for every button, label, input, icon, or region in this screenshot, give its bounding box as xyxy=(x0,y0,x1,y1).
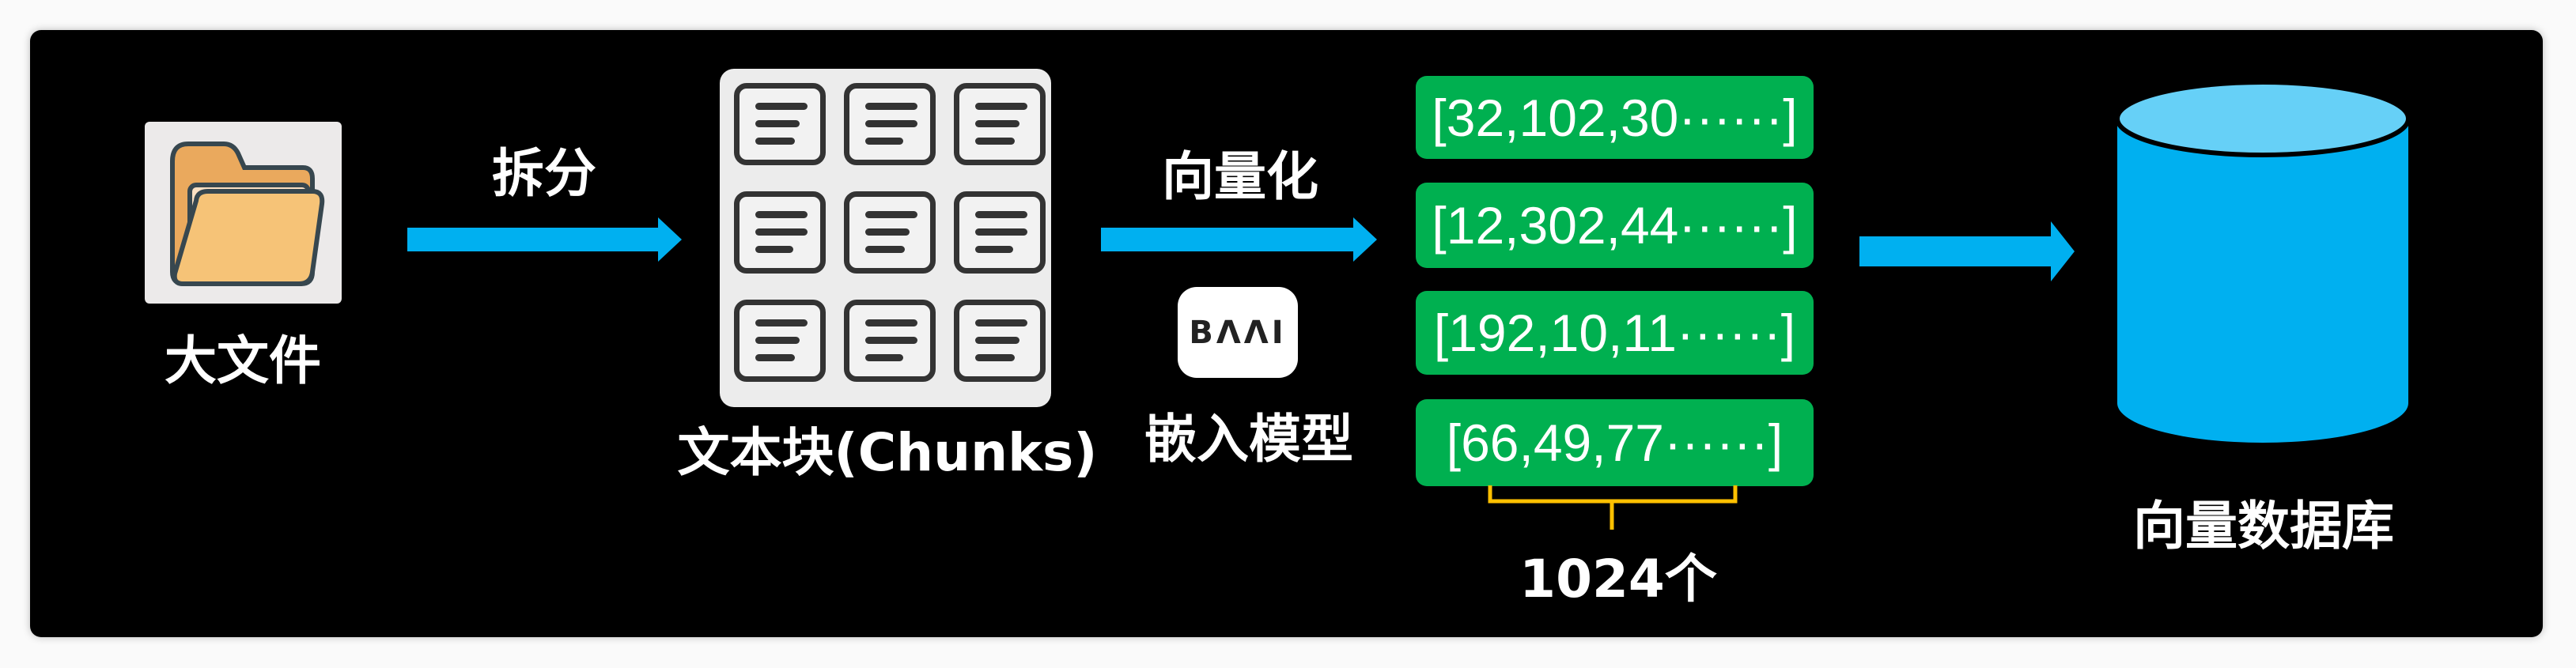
chunk-document-icon xyxy=(954,83,1046,165)
database-icon xyxy=(2115,80,2411,443)
split-label: 拆分 xyxy=(492,143,596,204)
vectorize-label: 向量化 xyxy=(1162,146,1318,207)
big-file-label: 大文件 xyxy=(165,330,321,391)
chunk-document-icon xyxy=(734,83,826,165)
folder-icon xyxy=(145,122,342,304)
chunk-document-icon xyxy=(734,300,826,382)
vector-box: [12,302,44······] xyxy=(1416,183,1814,268)
chunk-document-icon xyxy=(844,191,936,274)
dimension-label: 1024个 xyxy=(1519,549,1717,610)
vector-box: [192,10,11······] xyxy=(1416,291,1814,375)
chunk-document-icon xyxy=(734,191,826,274)
chunks-grid xyxy=(720,69,1051,407)
chunks-label: 文本块(Chunks) xyxy=(677,422,1098,483)
dimension-bracket xyxy=(1488,485,1738,530)
vector-box: [32,102,30······] xyxy=(1416,76,1814,159)
chunk-document-icon xyxy=(844,300,936,382)
vector-db-label: 向量数据库 xyxy=(2133,496,2394,557)
baai-logo: BΛΛI xyxy=(1178,287,1298,378)
embedding-model-label: 嵌入模型 xyxy=(1144,409,1353,470)
chunk-document-icon xyxy=(954,300,1046,382)
vector-box: [66,49,77······] xyxy=(1416,399,1814,486)
chunk-document-icon xyxy=(844,83,936,165)
chunk-document-icon xyxy=(954,191,1046,274)
